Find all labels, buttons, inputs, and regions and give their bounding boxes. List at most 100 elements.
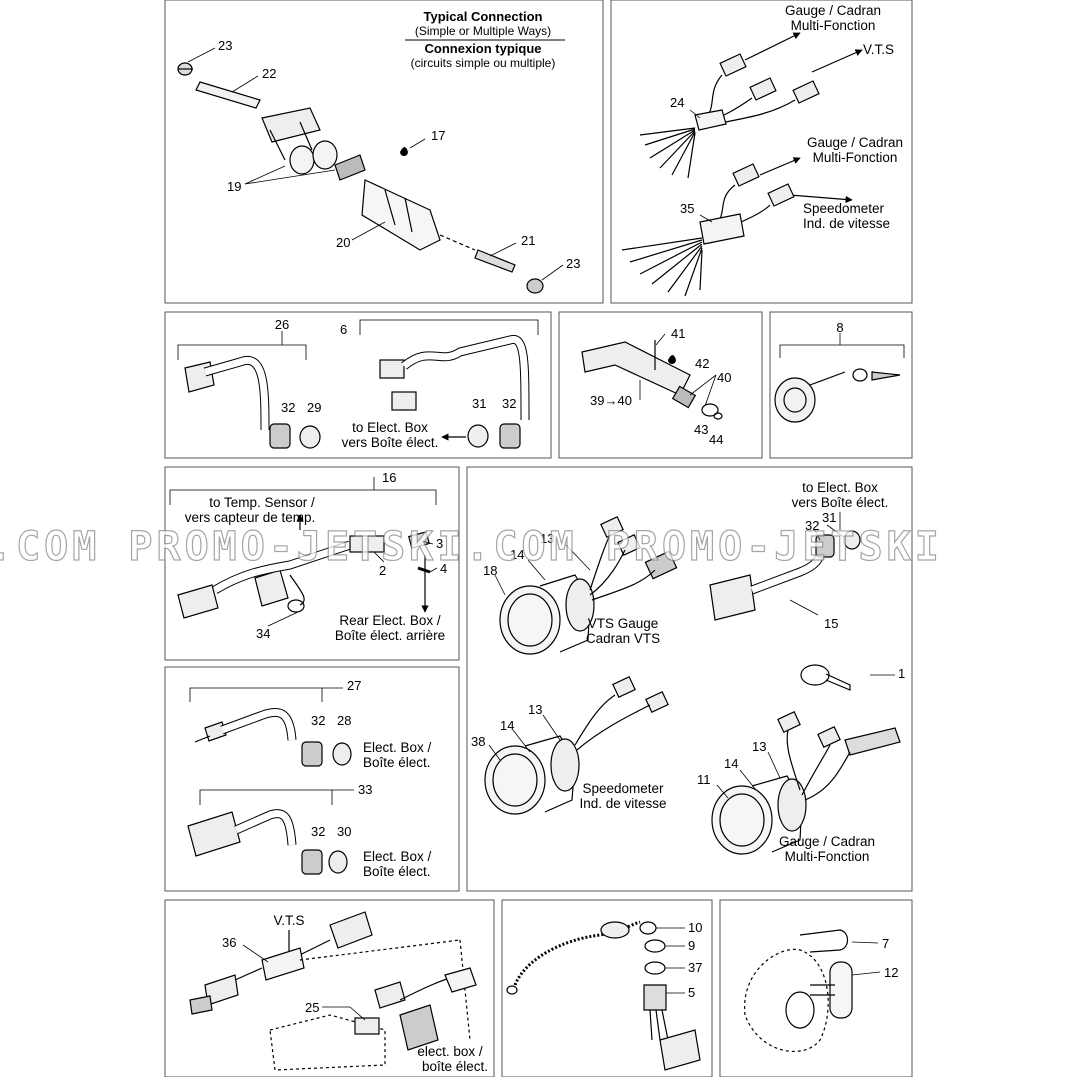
callout-13a: 13 <box>540 531 554 546</box>
callout-32a: 32 <box>311 713 325 728</box>
box-label-2: Boîte élect. <box>363 755 431 770</box>
gauge-label-1: Gauge / Cadran <box>785 3 881 18</box>
box-label-3: Elect. Box / <box>363 849 432 864</box>
callout-6: 6 <box>340 322 347 337</box>
subtitle-en: (Simple or Multiple Ways) <box>415 24 551 38</box>
speedo-label-2: Ind. de vitesse <box>803 216 890 231</box>
gauges-to-box-2: vers Boîte élect. <box>792 495 889 510</box>
callout-32a: 32 <box>281 400 295 415</box>
harness-35-drawing <box>621 157 853 297</box>
callout-10: 10 <box>688 920 702 935</box>
callout-28: 28 <box>337 713 351 728</box>
to-box-1: to Elect. Box <box>352 420 428 435</box>
callout-42: 42 <box>695 356 709 371</box>
callout-31: 31 <box>822 510 836 525</box>
callout-1: 1 <box>898 666 905 681</box>
rear-box-1: Rear Elect. Box / <box>339 613 441 628</box>
sensor-39-drawing <box>581 340 723 420</box>
panel-harness-26-6: 26 6 32 29 31 32 to Elect. Box vers Boît… <box>164 311 552 459</box>
callout-44: 44 <box>709 432 723 447</box>
callout-34: 34 <box>256 626 270 641</box>
callout-40: 40 <box>717 370 731 385</box>
callout-13b: 13 <box>528 702 542 717</box>
grease-drop-icon <box>400 147 408 156</box>
harness-27-drawing <box>194 707 352 767</box>
speedo-label-1: Speedometer <box>582 781 664 796</box>
subtitle-fr: (circuits simple ou multiple) <box>411 56 556 70</box>
callout-16: 16 <box>382 470 396 485</box>
callout-32b: 32 <box>311 824 325 839</box>
harness-24-drawing <box>639 32 863 179</box>
callout-31: 31 <box>472 396 486 411</box>
callout-43: 43 <box>694 422 708 437</box>
box-label-1: Elect. Box / <box>363 740 432 755</box>
callout-20: 20 <box>336 235 350 250</box>
panel-switch: 7 12 <box>719 899 913 1078</box>
box-label-4: Boîte élect. <box>363 864 431 879</box>
panel-harness-27-33: 27 32 28 Elect. Box / Boîte élect. 33 32… <box>164 666 460 892</box>
temp-label-1: to Temp. Sensor / <box>209 495 315 510</box>
harness-16-drawing <box>177 514 431 619</box>
callout-14a: 14 <box>510 547 524 562</box>
panel-gauges: VTS Gauge Cadran VTS to Elect. Box vers … <box>466 466 913 892</box>
temp-label-2: vers capteur de temp. <box>185 510 316 525</box>
box-label-1: elect. box / <box>417 1044 483 1059</box>
gauge-label-2: Multi-Fonction <box>785 849 870 864</box>
panel-frame <box>466 466 913 892</box>
callout-5: 5 <box>688 985 695 1000</box>
lanyard-drawing <box>506 920 701 1071</box>
grease-drop-icon <box>668 355 676 364</box>
panel-harness-16: 16 to Temp. Sensor / vers capteur de tem… <box>164 466 460 661</box>
gauge-label-2: Multi-Fonction <box>791 18 876 33</box>
callout-26: 26 <box>275 317 289 332</box>
callout-37: 37 <box>688 960 702 975</box>
callout-13c: 13 <box>752 739 766 754</box>
callout-32b: 32 <box>502 396 516 411</box>
panel-sensor-39: 41 42 40 39→40 43 44 <box>558 311 763 459</box>
callout-36: 36 <box>222 935 236 950</box>
switch-drawing <box>744 929 853 1053</box>
speedo-label-2: Ind. de vitesse <box>579 796 666 811</box>
callout-3: 3 <box>436 536 443 551</box>
panel-sensor-8: 8 <box>769 311 913 459</box>
callout-14c: 14 <box>724 756 738 771</box>
sensor-8-drawing <box>774 368 901 423</box>
panel-frame <box>719 899 913 1078</box>
callout-25: 25 <box>305 1000 319 1015</box>
vts-label-2: Cadran VTS <box>586 631 660 646</box>
callout-8: 8 <box>836 320 843 335</box>
harness-33-drawing <box>187 809 348 875</box>
callout-12: 12 <box>884 965 898 980</box>
callout-27: 27 <box>347 678 361 693</box>
to-box-2: vers Boîte élect. <box>342 435 439 450</box>
title-fr: Connexion typique <box>425 41 542 56</box>
panel-frame <box>164 0 604 304</box>
vts-label: V.T.S <box>273 913 304 928</box>
callout-41: 41 <box>671 326 685 341</box>
callout-4: 4 <box>440 561 447 576</box>
title-en: Typical Connection <box>424 9 543 24</box>
callout-35: 35 <box>680 201 694 216</box>
callout-29: 29 <box>307 400 321 415</box>
callout-7: 7 <box>882 936 889 951</box>
callout-21: 21 <box>521 233 535 248</box>
rear-box-2: Boîte élect. arrière <box>335 628 445 643</box>
panel-typical-connection: Typical Connection (Simple or Multiple W… <box>164 0 604 304</box>
speedo-label-1: Speedometer <box>803 201 885 216</box>
callout-32: 32 <box>805 518 819 533</box>
callout-11: 11 <box>697 772 711 787</box>
panel-harness-36: V.T.S 36 25 elect. box / boîte élect. <box>164 899 495 1078</box>
callout-2: 2 <box>379 563 386 578</box>
panel-frame <box>610 0 913 304</box>
callout-30: 30 <box>337 824 351 839</box>
vts-label: V.T.S <box>863 42 894 57</box>
gauge-b-label-1: Gauge / Cadran <box>807 135 903 150</box>
callout-39-40: 39→40 <box>590 393 632 408</box>
callout-22: 22 <box>262 66 276 81</box>
box-label-2: boîte élect. <box>422 1059 488 1074</box>
panel-frame <box>769 311 913 459</box>
callout-33: 33 <box>358 782 372 797</box>
gauge-label-1: Gauge / Cadran <box>779 834 875 849</box>
